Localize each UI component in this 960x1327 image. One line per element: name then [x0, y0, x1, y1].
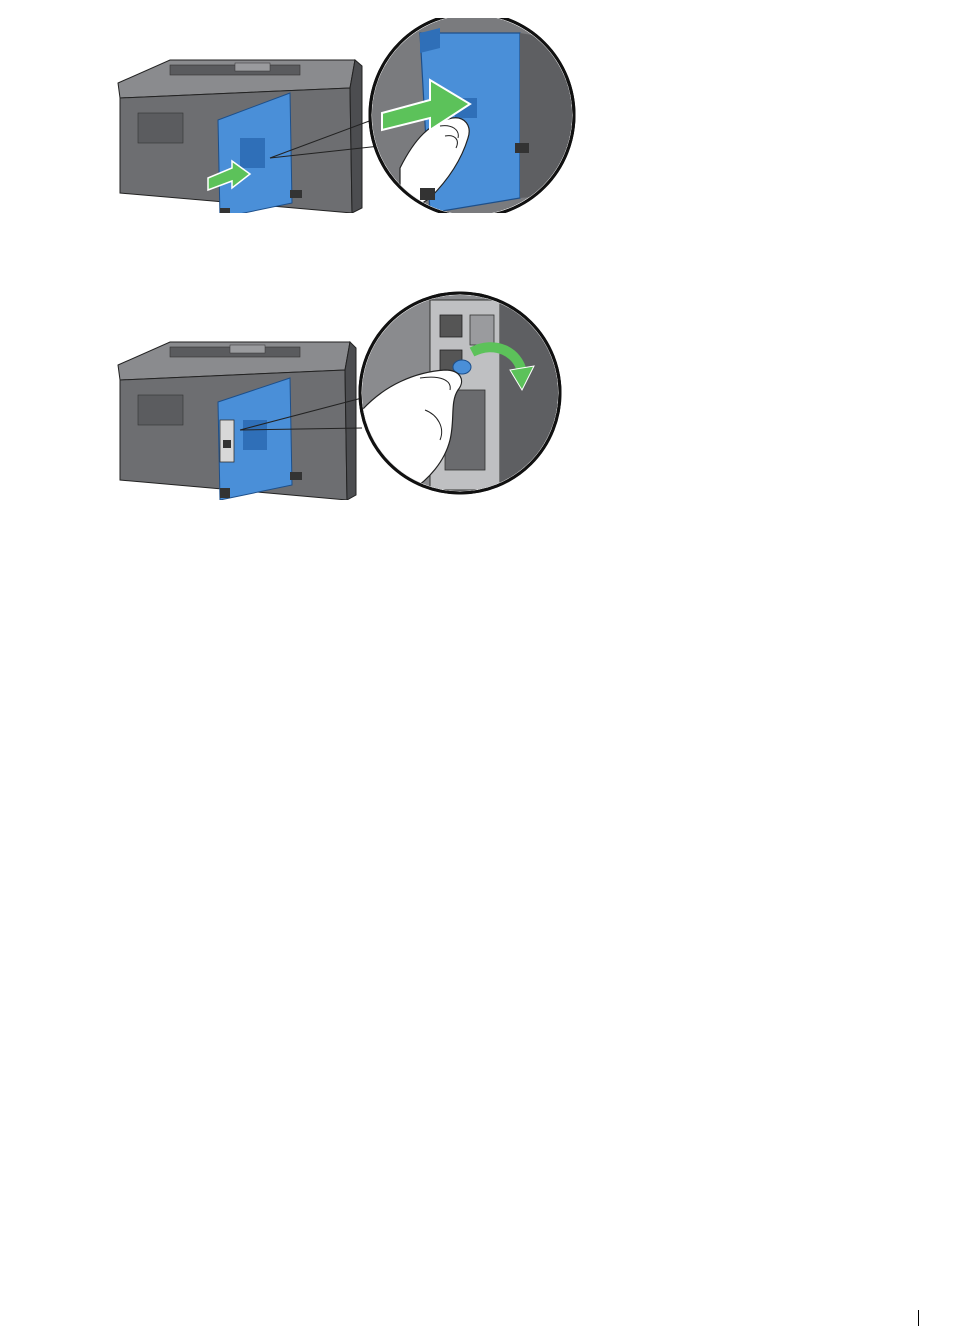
illustration-turn-knob	[100, 290, 590, 500]
zoom-detail-knob	[355, 290, 575, 500]
zoom-detail-slide	[360, 18, 590, 213]
illustration-slide-cover	[100, 18, 590, 213]
printer-rear-view	[118, 342, 356, 500]
figure-turn-knob	[100, 290, 590, 500]
page-edge-marker	[918, 1310, 919, 1326]
printer-rear-view	[118, 60, 362, 213]
figure-slide-cover	[100, 18, 590, 213]
